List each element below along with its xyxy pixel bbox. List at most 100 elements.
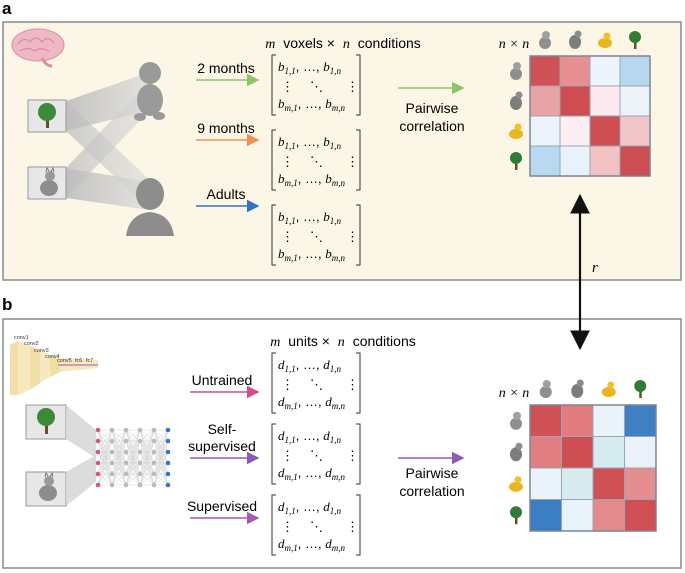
matrix-row: b1,1, …, b1,n xyxy=(278,59,341,76)
rdm-size-label-a: n × n xyxy=(499,37,529,52)
squirrel-icon xyxy=(510,442,523,462)
nn-node xyxy=(151,427,157,433)
nn-node xyxy=(165,438,171,444)
pairwise-label-a: Pairwise xyxy=(406,100,459,116)
nn-node xyxy=(137,482,143,488)
rdm-cell xyxy=(619,115,651,147)
nn-node xyxy=(137,438,143,444)
nn-edge xyxy=(97,429,113,486)
nn-edge xyxy=(111,473,127,486)
nn-edge xyxy=(125,429,141,453)
matrix-ddots: ⋱ xyxy=(310,229,323,244)
rdm-heatmap-a xyxy=(529,55,651,177)
model-label: supervised xyxy=(188,438,256,454)
tree-icon xyxy=(510,152,522,170)
matrix-row: d1,1, …, d1,n xyxy=(278,428,341,445)
rdm-cell xyxy=(529,85,561,117)
nn-node xyxy=(123,449,129,455)
matrix-row: b1,1, …, b1,n xyxy=(278,209,341,226)
nn-node xyxy=(109,471,115,477)
matrix-vdots: ⋮ xyxy=(346,79,359,94)
adult-silhouette-icon xyxy=(126,178,174,236)
rdm-cell xyxy=(592,404,625,437)
nn-edge xyxy=(111,429,127,453)
nn-edge xyxy=(97,429,113,464)
neural-network-graph xyxy=(95,427,171,488)
matrix-vdots: ⋮ xyxy=(346,154,359,169)
subscript-matrix: d1,1, …, d1,n⋮⋱⋮dm,1, …, dm,n xyxy=(271,423,361,485)
subscript-matrix: b1,1, …, b1,n⋮⋱⋮bm,1, …, bm,n xyxy=(271,54,361,116)
matrix-vdots: ⋮ xyxy=(281,519,294,534)
cat-stimulus-image xyxy=(27,166,67,200)
tree-icon xyxy=(634,380,647,398)
rdm-cell xyxy=(529,145,561,177)
matrix-row: dm,1, …, dm,n xyxy=(278,536,345,553)
nn-node xyxy=(151,449,157,455)
nn-node xyxy=(123,427,129,433)
subscript-matrix: b1,1, …, b1,n⋮⋱⋮bm,1, …, bm,n xyxy=(271,129,361,191)
cat-stimulus-image-b xyxy=(25,471,67,507)
rdm-cell xyxy=(592,436,625,469)
nn-edge xyxy=(97,451,113,486)
nn-edge xyxy=(97,462,113,486)
nn-edge xyxy=(139,440,155,486)
nn-edge xyxy=(125,429,141,464)
rdm-cell xyxy=(589,85,621,117)
rdm-cell xyxy=(561,404,594,437)
nn-edge xyxy=(111,440,127,486)
correlation-label-b: correlation xyxy=(399,483,464,499)
matrix-vdots: ⋮ xyxy=(346,519,359,534)
rdm-cell xyxy=(559,55,591,87)
matrix-row: bm,1, …, bm,n xyxy=(278,246,345,263)
group-label: 9 months xyxy=(197,120,255,136)
nn-edge xyxy=(111,429,127,475)
matrix-ddots: ⋱ xyxy=(310,79,323,94)
pairwise-label-b: Pairwise xyxy=(406,465,459,481)
rdm-cell xyxy=(624,404,657,437)
matrix-row: bm,1, …, bm,n xyxy=(278,96,345,113)
nn-node xyxy=(109,438,115,444)
nn-node xyxy=(95,471,101,477)
rdm-cell xyxy=(529,115,561,147)
nn-node xyxy=(95,460,101,466)
nn-node xyxy=(137,460,143,466)
rdm-cell xyxy=(589,115,621,147)
nn-node xyxy=(95,427,101,433)
infant-silhouette-icon xyxy=(134,62,165,121)
nn-node xyxy=(165,449,171,455)
nn-edge xyxy=(139,462,155,486)
nn-node xyxy=(95,438,101,444)
rdm-cell xyxy=(529,55,561,87)
nn-edge xyxy=(153,429,169,486)
nn-edge xyxy=(139,429,155,453)
model-label: Self- xyxy=(208,421,237,437)
rdm-cell xyxy=(619,85,651,117)
header-voxels: voxels × xyxy=(283,35,335,51)
rdm-border xyxy=(529,55,651,177)
nn-node xyxy=(109,460,115,466)
network-input-beams xyxy=(66,405,96,506)
nn-node xyxy=(123,438,129,444)
matrix-ddots: ⋱ xyxy=(310,377,323,392)
nn-node xyxy=(165,427,171,433)
tree-icon xyxy=(629,31,641,49)
nn-node xyxy=(165,471,171,477)
nn-edge xyxy=(97,473,113,486)
cat-icon xyxy=(539,31,551,49)
nn-edge xyxy=(97,440,113,486)
nn-edge xyxy=(139,429,155,464)
nn-node xyxy=(95,449,101,455)
matrix-vdots: ⋮ xyxy=(281,448,294,463)
nn-edge xyxy=(111,462,127,486)
nn-node xyxy=(165,460,171,466)
alexnet-architecture-diagram xyxy=(10,341,98,395)
matrix-row: dm,1, …, dm,n xyxy=(278,394,345,411)
squirrel-icon xyxy=(569,30,582,49)
tree-stimulus-image xyxy=(27,99,67,133)
nn-node xyxy=(109,427,115,433)
header-n: n xyxy=(343,37,350,52)
matrix-row: d1,1, …, d1,n xyxy=(278,357,341,374)
header-m: m xyxy=(265,37,275,52)
